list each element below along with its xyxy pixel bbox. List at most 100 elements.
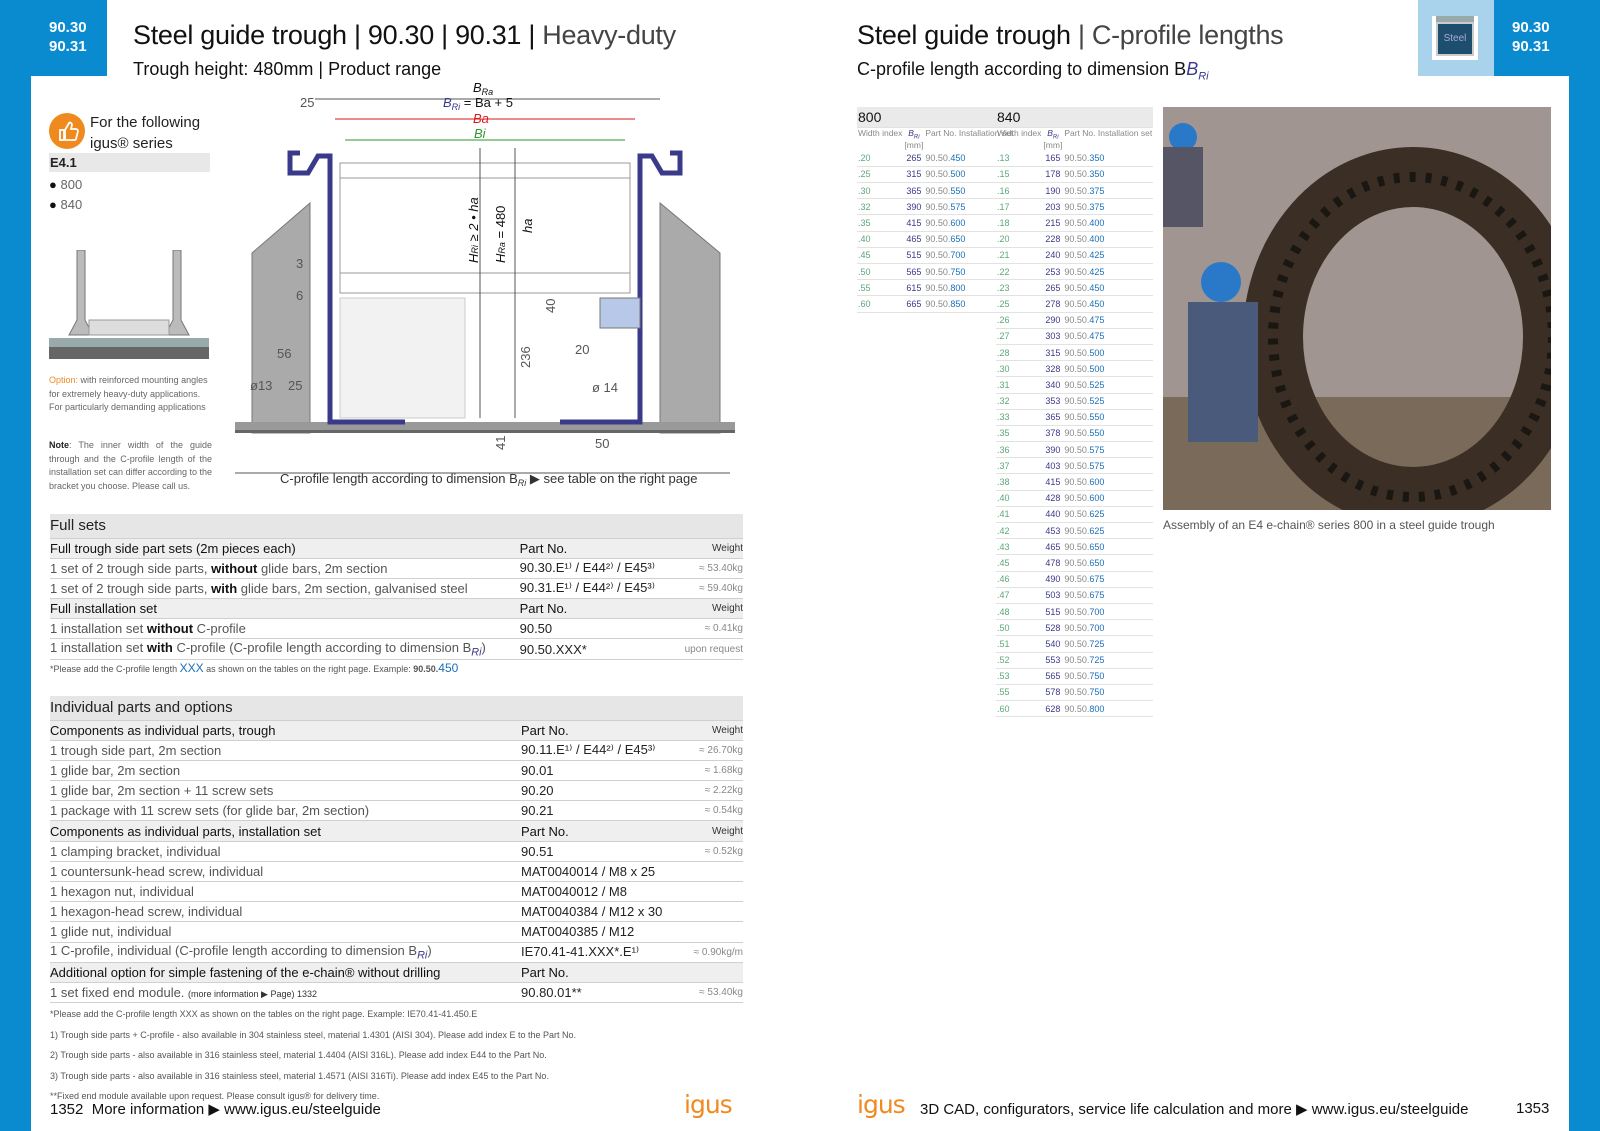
dim-41: 41 [493,436,508,450]
table-row: 1 package with 11 screw sets (for glide … [50,800,743,822]
bri-value: 390 [903,198,925,216]
right-page-title: Steel guide trough | C-profile lengths [857,20,1284,50]
part-number: 90.50.650 [1063,538,1154,556]
bri-value: 578 [1042,684,1064,702]
part-number: 90.50.500 [924,166,1015,184]
width-index: .40 [857,231,904,248]
right-footer-text[interactable]: 3D CAD, configurators, service life calc… [920,1101,1469,1118]
part-number: 90.50.550 [1063,409,1154,426]
table-row: 1 set of 2 trough side parts, with glide… [50,578,743,600]
bri-value: 515 [903,247,925,265]
width-index: .21 [996,247,1043,265]
width-index: .47 [996,587,1043,604]
inner-width-note: Note: The inner width of the guide throu… [49,439,212,493]
bri-value: 478 [1042,554,1064,572]
bri-value: 465 [1042,538,1064,556]
c-profile-table-800: 800 Width index BRi[mm] Part No. Install… [857,107,1015,313]
series-item: ● 840 [49,197,83,212]
part-number: 90.50.450 [1063,279,1154,297]
part-number: 90.50.800 [1063,700,1154,718]
series-item: ● 800 [49,177,83,192]
note-text: : The inner width of the guide through a… [49,440,212,491]
bri-value: 453 [1042,522,1064,540]
width-index: .22 [996,263,1043,281]
width-index: .55 [996,684,1043,702]
width-index: .45 [857,247,904,265]
part-number: 90.50.675 [1063,587,1154,604]
dim-25a: 25 [300,95,314,110]
left-section-tab: 90.30 90.31 [31,0,107,76]
tab-line-1: 90.30 [49,19,87,36]
part-number: 90.50.600 [924,214,1015,232]
bri-value: 440 [1042,506,1064,524]
part-number: 90.50.750 [1063,668,1154,685]
full-sets-table: Full sets Full trough side part sets (2m… [50,514,743,660]
width-index: .30 [996,360,1043,378]
table-row: 1 installation set without C-profile 90.… [50,618,743,640]
width-index: .25 [857,166,904,184]
more-info-link[interactable]: More information ▶ www.igus.eu/steelguid… [91,1101,381,1118]
right-edge-bar [1569,0,1600,1131]
bri-value: 178 [1042,166,1064,184]
part-number: 90.50.575 [1063,457,1154,475]
part-number: 90.50.600 [1063,490,1154,507]
dim-236: 236 [518,346,533,368]
bri-value: 465 [903,231,925,248]
dim-20: 20 [575,342,589,357]
width-index: .50 [996,619,1043,637]
bri-value: 540 [1042,635,1064,653]
part-number: 90.50.425 [1063,263,1154,281]
option-text: with reinforced mounting angles for extr… [49,375,208,412]
bri-value: 315 [903,166,925,184]
dim-50: 50 [595,436,609,451]
dim-13: ø13 [250,378,272,393]
bri-value: 503 [1042,587,1064,604]
part-number: 90.50.725 [1063,635,1154,653]
width-index: .45 [996,554,1043,572]
width-index: .15 [996,166,1043,184]
table-header-row: Additional option for simple fastening o… [50,962,743,983]
dim-25b: 25 [288,378,302,393]
width-index: .28 [996,344,1043,362]
table-row: 1 set fixed end module. (more informatio… [50,982,743,1004]
bri-value: 278 [1042,295,1064,313]
part-number: 90.50.375 [1063,198,1154,216]
width-index: .40 [996,490,1043,507]
width-index: .41 [996,506,1043,524]
bri-value: 328 [1042,360,1064,378]
width-index: .42 [996,522,1043,540]
part-number: 90.50.800 [924,279,1015,297]
width-index: .35 [857,214,904,232]
table-row: 1 set of 2 trough side parts, without gl… [50,558,743,579]
dim-6: 6 [296,288,303,303]
title-numbers: | 90.30 | 90.31 | [346,20,543,50]
bri-value: 340 [1042,376,1064,394]
table-header-row: Full trough side part sets (2m pieces ea… [50,538,743,559]
title-main: Steel guide trough [133,20,347,50]
part-number: 90.50.625 [1063,506,1154,524]
trough-part-image [49,249,209,368]
width-index: .18 [996,214,1043,232]
footnote: **Fixed end module available upon reques… [50,1091,380,1101]
right-section-tab: 90.30 90.31 [1494,0,1570,76]
bri-value: 665 [903,295,925,313]
width-index: .43 [996,538,1043,556]
left-edge-bar [0,0,31,1131]
